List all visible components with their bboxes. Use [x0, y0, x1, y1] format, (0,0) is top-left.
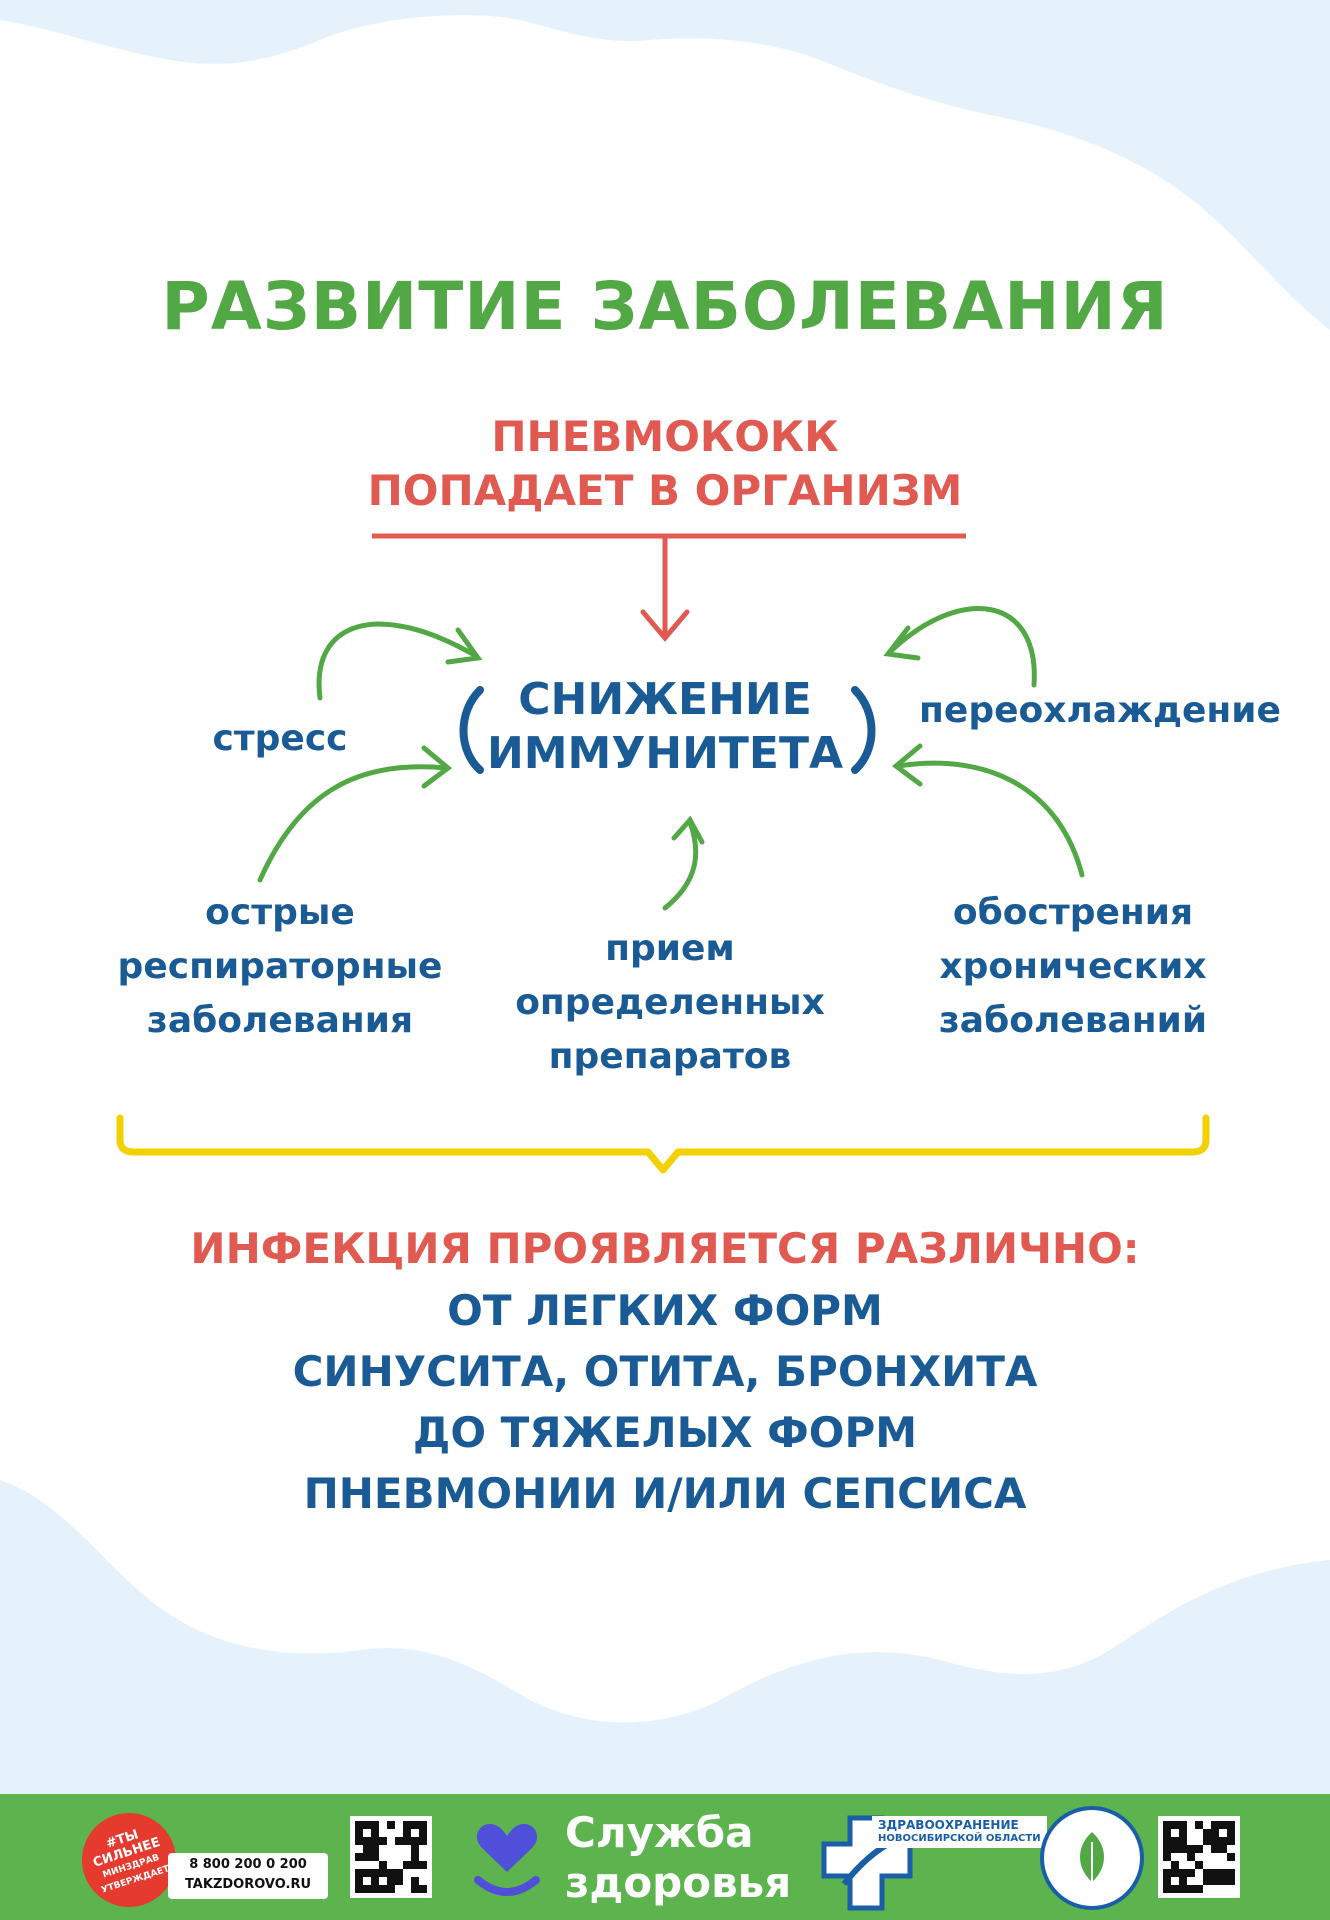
poster-title: РАЗВИТИЕ ЗАБОЛЕВАНИЯ [161, 268, 1169, 345]
regional-center-logo [1040, 1806, 1144, 1910]
outcome-line-4: ПНЕВМОНИИ И/ИЛИ СЕПСИСА [303, 1469, 1027, 1518]
cause-acute-respiratory-1: острые [205, 892, 355, 933]
bottom-cloud-shape [0, 1480, 1330, 1794]
cause-chronic-1: обострения [952, 892, 1194, 933]
trigger-line-1: ПНЕВМОКОКК [491, 412, 839, 461]
leaf-icon [1080, 1832, 1104, 1884]
cause-acute-respiratory-3: заболевания [146, 1000, 414, 1041]
arrow-acute-respiratory-head [421, 745, 453, 789]
hotline-box: 8 800 200 0 200 TAKZDOROVO.RU [168, 1853, 328, 1899]
arrow-medications [662, 819, 699, 911]
center-brackets [459, 686, 876, 774]
org-name-box: ЗДРАВООХРАНЕНИЕ НОВОСИБИРСКОЙ ОБЛАСТИ [872, 1816, 1047, 1848]
cause-medications-1: прием [605, 928, 735, 969]
arrow-hypothermia-head [883, 625, 921, 661]
hotline-phone: 8 800 200 0 200 [189, 1857, 307, 1872]
arrow-medications-head [671, 815, 705, 845]
arrow-acute-respiratory [257, 764, 449, 883]
arrow-stress [316, 621, 479, 701]
org-name-line-1: ЗДРАВООХРАНЕНИЕ [878, 1818, 1019, 1832]
cause-medications-2: определенных [515, 982, 825, 1023]
cause-hypothermia: переохлаждение [919, 690, 1281, 731]
hotline-site: TAKZDOROVO.RU [184, 1877, 312, 1892]
cause-chronic-3: заболеваний [938, 1000, 1208, 1041]
arrow-hypothermia [887, 606, 1037, 688]
arrow-chronic-head [891, 743, 923, 787]
service-name: Служба здоровья [565, 1808, 791, 1908]
cause-acute-respiratory-2: респираторные [117, 946, 443, 987]
heart-logo-icon [474, 1824, 540, 1896]
center-line-1: СНИЖЕНИЕ [518, 674, 812, 725]
service-name-line-1: Служба [565, 1808, 754, 1857]
outcome-heading: ИНФЕКЦИЯ ПРОЯВЛЯЕТСЯ РАЗЛИЧНО: [190, 1224, 1140, 1273]
top-cloud-shape [0, 0, 1330, 330]
trigger-arrow-head [640, 609, 690, 642]
arrow-stress-head [445, 627, 483, 665]
outcome-line-1: ОТ ЛЕГКИХ ФОРМ [447, 1286, 883, 1335]
qr-code-left[interactable] [350, 1816, 432, 1898]
org-name-line-2: НОВОСИБИРСКОЙ ОБЛАСТИ [878, 1833, 1041, 1844]
cause-medications-3: препаратов [548, 1036, 792, 1077]
outcome-line-2: СИНУСИТА, ОТИТА, БРОНХИТА [292, 1347, 1038, 1396]
qr-code-right[interactable] [1158, 1816, 1240, 1898]
outcome-line-3: ДО ТЯЖЕЛЫХ ФОРМ [412, 1408, 918, 1457]
trigger-line-2: ПОПАДАЕТ В ОРГАНИЗМ [367, 466, 963, 515]
arrow-chronic [895, 760, 1085, 878]
grouping-brace [116, 1114, 1210, 1174]
cause-chronic-2: хронических [939, 946, 1207, 987]
service-name-line-2: здоровья [565, 1858, 792, 1907]
center-line-2: ИММУНИТЕТА [486, 728, 844, 779]
cause-stress: стресс [212, 718, 348, 759]
